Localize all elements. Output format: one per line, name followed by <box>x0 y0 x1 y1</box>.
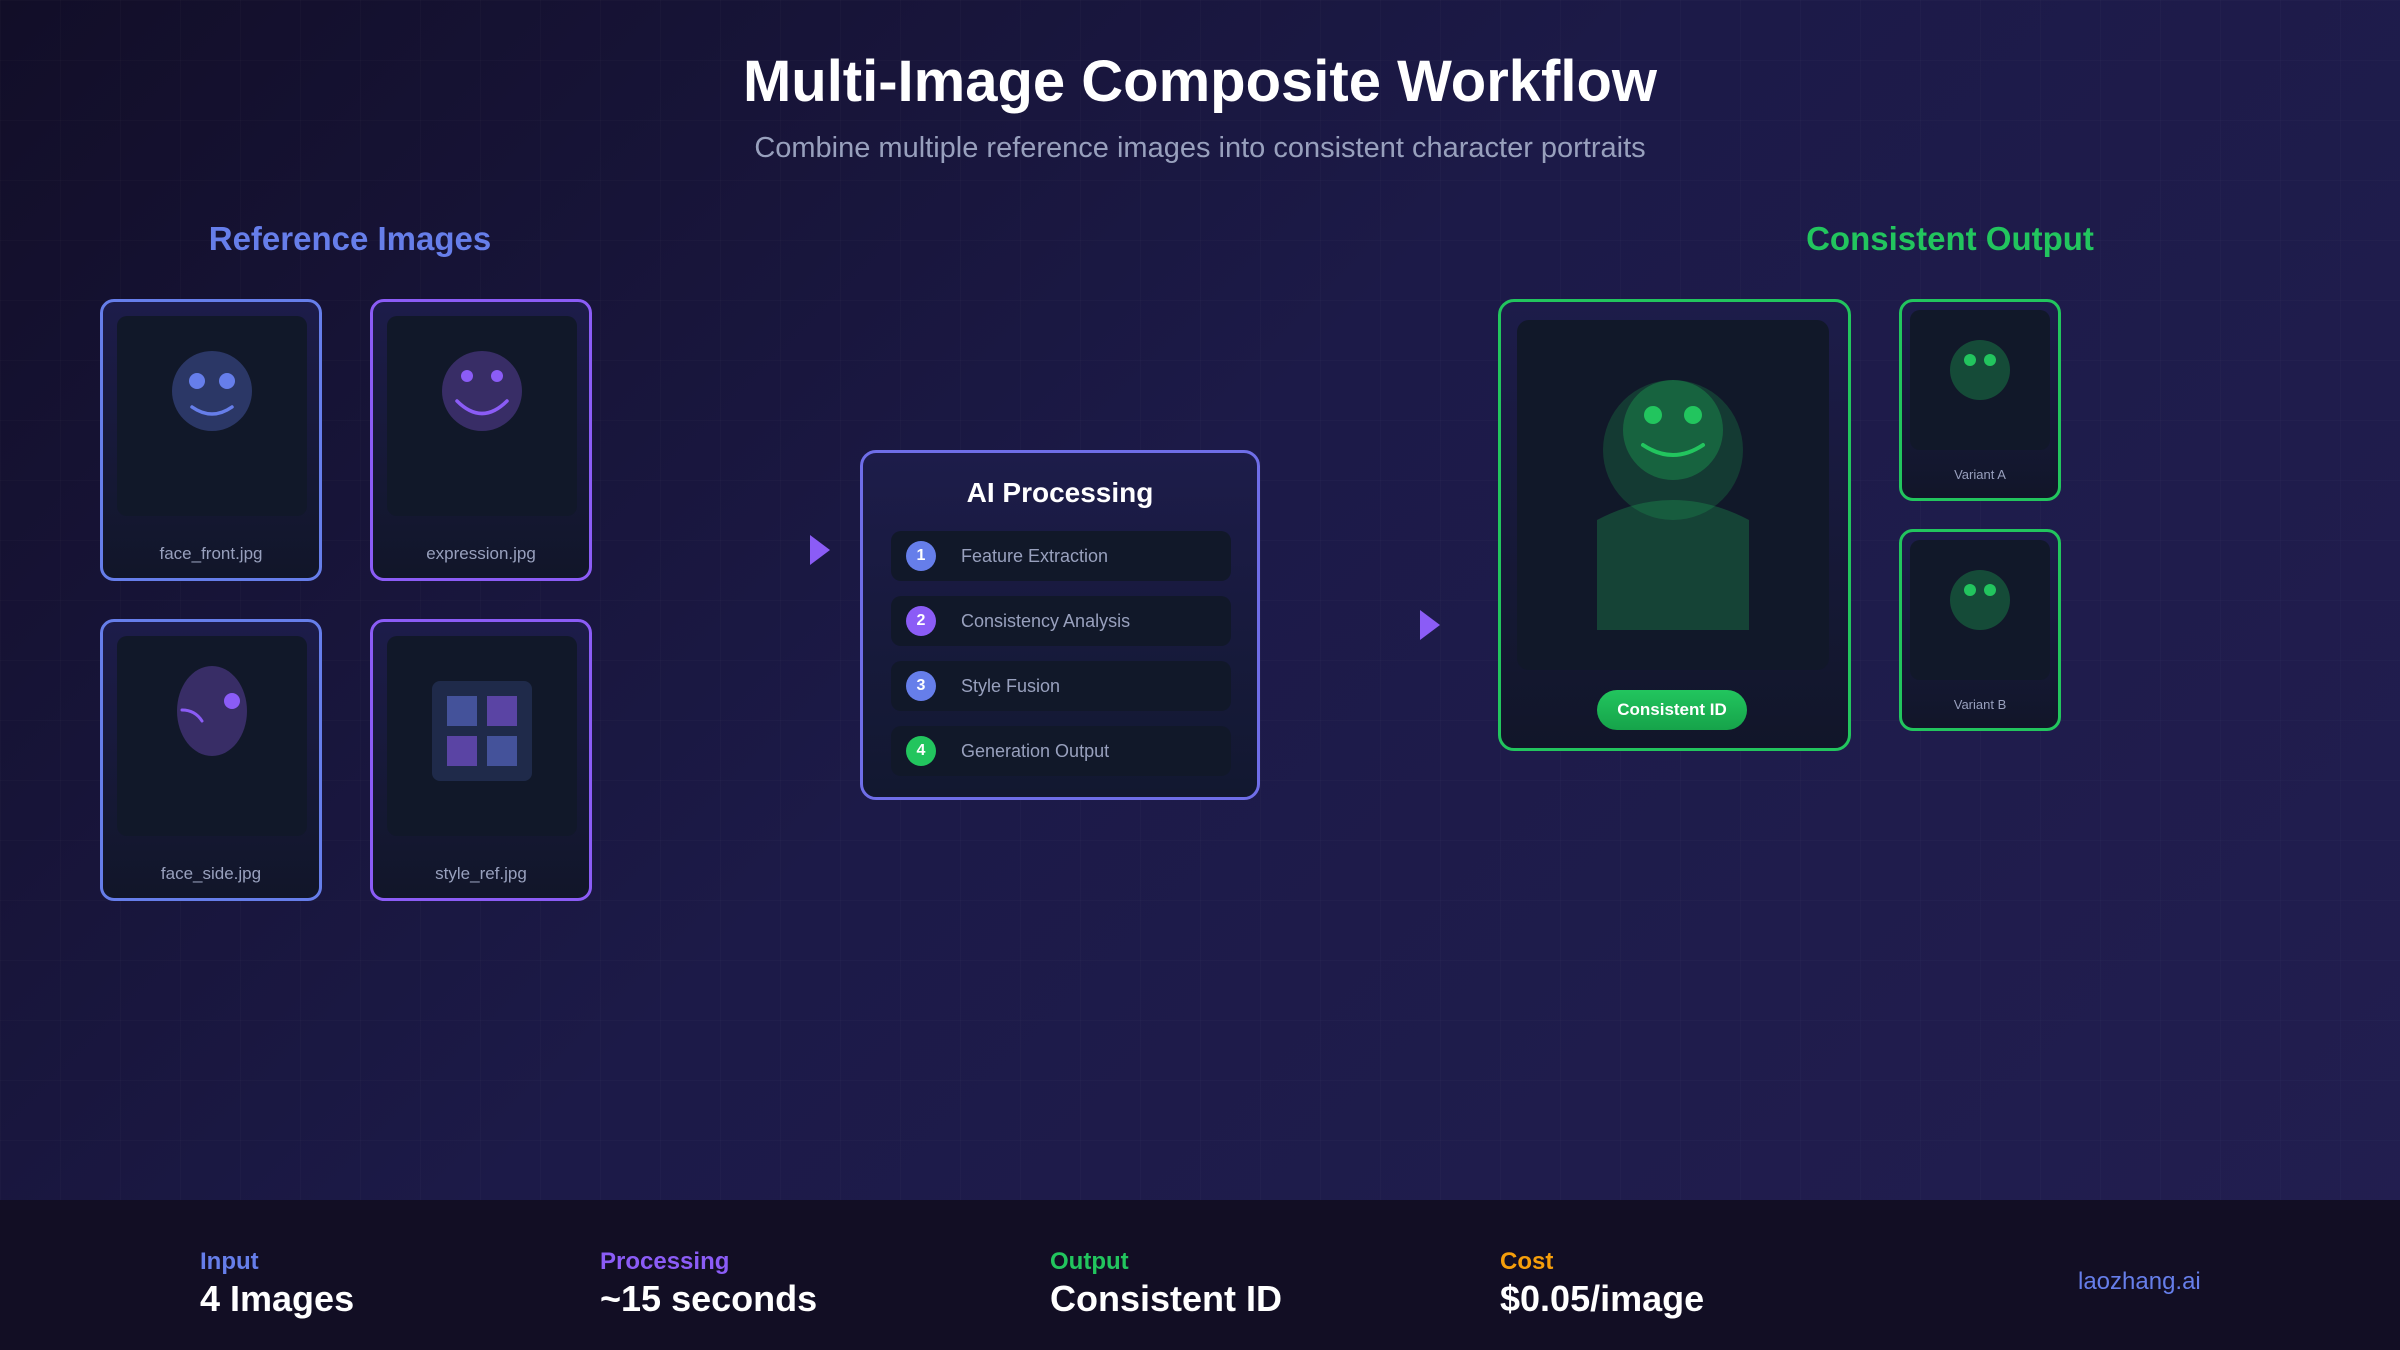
page-subtitle: Combine multiple reference images into c… <box>754 132 1646 164</box>
thumbnail <box>117 636 307 836</box>
variant-label: Variant A <box>1954 467 2006 482</box>
step-number-badge: 1 <box>906 541 936 571</box>
reference-images-heading: Reference Images <box>208 220 492 257</box>
smiley-face-front-icon <box>172 351 252 431</box>
reference-card-style-ref[interactable]: style_ref.jpg <box>370 619 592 901</box>
thumbnail <box>1910 310 2050 450</box>
processing-step: 1 Feature Extraction <box>891 531 1231 581</box>
stat-value: 4 Images <box>200 1278 355 1319</box>
stat-value: Consistent ID <box>1050 1278 1283 1319</box>
thumbnail <box>387 636 577 836</box>
face-variant-icon <box>1950 340 2010 400</box>
thumbnail <box>1910 540 2050 680</box>
consistent-id-badge: Consistent ID <box>1597 690 1747 730</box>
stat-cost: Cost $0.05/image <box>1500 1248 1704 1320</box>
stat-label: Output <box>1050 1248 1129 1275</box>
step-label: Consistency Analysis <box>961 611 1131 631</box>
thumbnail <box>387 316 577 516</box>
face-side-profile-icon <box>177 666 247 756</box>
stat-label: Processing <box>600 1248 730 1275</box>
processing-step: 4 Generation Output <box>891 726 1231 776</box>
ai-processing-title: AI Processing <box>966 477 1154 508</box>
stat-output: Output Consistent ID <box>1050 1248 1282 1320</box>
processing-step: 3 Style Fusion <box>891 661 1231 711</box>
step-number-badge: 4 <box>906 736 936 766</box>
step-label: Feature Extraction <box>961 546 1109 566</box>
ai-processing-panel: AI Processing 1 Feature Extraction 2 Con… <box>860 450 1260 800</box>
reference-filename: expression.jpg <box>426 544 536 563</box>
stat-label: Cost <box>1500 1248 1554 1275</box>
style-grid-icon <box>432 681 532 781</box>
stats-footer: Input 4 Images Processing ~15 seconds Ou… <box>0 1200 2400 1350</box>
reference-card-face-front[interactable]: face_front.jpg <box>100 299 322 581</box>
reference-card-expression[interactable]: expression.jpg <box>370 299 592 581</box>
consistent-output-heading: Consistent Output <box>1806 220 2094 257</box>
stat-value: $0.05/image <box>1500 1278 1705 1319</box>
smiley-face-expression-icon <box>442 351 522 431</box>
arrow-right-icon <box>1420 610 1440 640</box>
variant-card-b[interactable]: Variant B <box>1899 529 2061 731</box>
brand-link[interactable]: laozhang.ai <box>2078 1268 2201 1295</box>
thumbnail <box>117 316 307 516</box>
step-number-badge: 3 <box>906 671 936 701</box>
face-variant-icon <box>1950 570 2010 630</box>
main-output-card[interactable]: Consistent ID <box>1498 299 1851 751</box>
reference-filename: style_ref.jpg <box>435 864 527 883</box>
variant-card-a[interactable]: Variant A <box>1899 299 2061 501</box>
arrow-right-icon <box>810 535 830 565</box>
step-label: Generation Output <box>961 741 1110 761</box>
stat-input: Input 4 Images <box>200 1248 354 1320</box>
variant-label: Variant B <box>1953 697 2007 712</box>
page-title: Multi-Image Composite Workflow <box>742 49 1658 114</box>
reference-filename: face_front.jpg <box>159 544 263 563</box>
reference-card-face-side[interactable]: face_side.jpg <box>100 619 322 901</box>
stat-value: ~15 seconds <box>600 1278 818 1319</box>
step-label: Style Fusion <box>961 676 1061 696</box>
reference-filename: face_side.jpg <box>160 864 262 883</box>
thumbnail <box>1517 320 1829 670</box>
stat-processing: Processing ~15 seconds <box>600 1248 817 1320</box>
stat-label: Input <box>200 1248 259 1275</box>
step-number-badge: 2 <box>906 606 936 636</box>
person-portrait-icon <box>1597 380 1749 630</box>
processing-step: 2 Consistency Analysis <box>891 596 1231 646</box>
